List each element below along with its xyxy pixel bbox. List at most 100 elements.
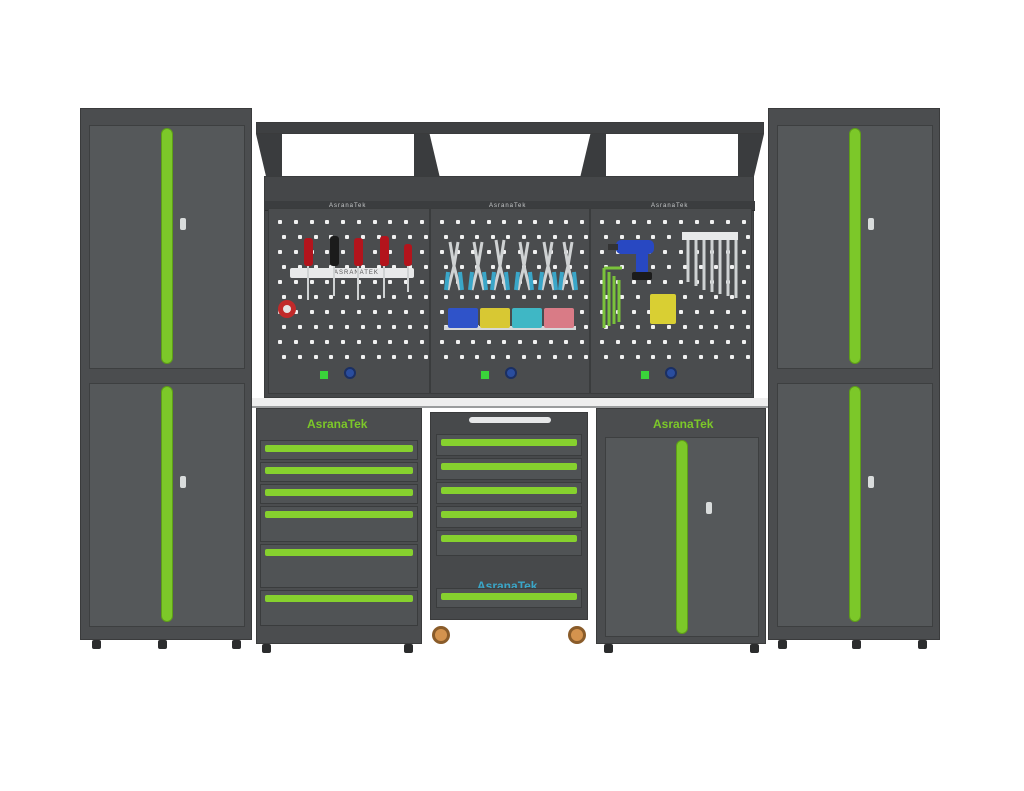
pegboard-hole xyxy=(297,295,302,299)
pegboard-hole xyxy=(521,355,526,359)
pegboard-hole xyxy=(552,355,557,359)
trolley-drawer[interactable] xyxy=(436,588,582,608)
drawer-handle[interactable] xyxy=(265,595,413,602)
trolley-drawer[interactable] xyxy=(436,434,582,456)
pegboard-hole xyxy=(341,280,346,284)
drawer-handle[interactable] xyxy=(441,535,577,542)
pegboard-hole xyxy=(517,250,522,254)
left-upper-door[interactable] xyxy=(89,125,245,369)
drawer-handle[interactable] xyxy=(265,467,413,474)
pegboard-hole xyxy=(309,310,314,314)
pegboard-hole xyxy=(486,280,491,284)
pliers-icon xyxy=(558,241,578,291)
pegboard-hole xyxy=(325,220,330,224)
right-lower-door-handle[interactable] xyxy=(849,386,861,622)
switch-icon[interactable] xyxy=(481,371,489,379)
pegboard-hole xyxy=(506,355,511,359)
pegboard-hole xyxy=(392,325,397,329)
pegboard-hole xyxy=(278,220,282,224)
pegboard-hole xyxy=(444,235,448,239)
left-lower-door-handle[interactable] xyxy=(161,386,173,622)
right-lower-door[interactable] xyxy=(777,383,933,627)
pegboard-hole xyxy=(564,340,569,344)
pegboard-hole xyxy=(698,325,703,329)
pegboard-hole xyxy=(663,340,668,344)
left-lower-door[interactable] xyxy=(89,383,245,627)
worktop xyxy=(252,398,768,408)
pegboard-hole xyxy=(444,355,448,359)
right-upper-door-handle[interactable] xyxy=(849,128,861,364)
right-upper-door[interactable] xyxy=(777,125,933,369)
pegboard-hole xyxy=(459,295,464,299)
pegboard-hole xyxy=(455,340,460,344)
pegboard-hole xyxy=(694,340,699,344)
left-upper-door-handle[interactable] xyxy=(161,128,173,364)
pegboard-hole xyxy=(293,250,298,254)
pliers-icon xyxy=(490,239,510,291)
trolley-drawer[interactable] xyxy=(436,482,582,504)
pegboard-hole xyxy=(424,355,428,359)
pegboard-hole xyxy=(313,295,318,299)
drawer-handle[interactable] xyxy=(265,489,413,496)
drawer-handle[interactable] xyxy=(265,511,413,518)
pegboard-hole xyxy=(325,250,330,254)
caster-wheel-icon xyxy=(568,626,586,644)
trolley-top-handle[interactable] xyxy=(469,417,551,423)
caster-wheel-icon xyxy=(432,626,450,644)
drawer-handle[interactable] xyxy=(441,439,577,446)
pegboard-hole xyxy=(502,340,507,344)
pegboard-hole xyxy=(678,250,683,254)
drawer[interactable] xyxy=(260,590,418,626)
pegboard-hole xyxy=(444,265,448,269)
panel-logo: AsranaTek xyxy=(489,203,527,209)
pegboard-hole xyxy=(568,355,573,359)
pliers-icon xyxy=(514,241,534,291)
pegboard-hole xyxy=(635,355,640,359)
pegboard-hole xyxy=(372,280,377,284)
trolley-drawer[interactable] xyxy=(436,458,582,480)
right-base-door[interactable] xyxy=(605,437,759,637)
cabinet-logo: AsranaTek xyxy=(653,417,714,431)
pegboard-hole xyxy=(682,295,687,299)
storage-bin-icon xyxy=(544,308,574,328)
pegboard-hole xyxy=(615,340,620,344)
drawer-handle[interactable] xyxy=(441,593,577,600)
drawer[interactable] xyxy=(260,440,418,460)
pegboard-hole xyxy=(600,280,604,284)
pegboard-hole xyxy=(360,355,365,359)
drawer[interactable] xyxy=(260,544,418,588)
panel-logo: AsranaTek xyxy=(651,203,689,209)
drawer-handle[interactable] xyxy=(441,487,577,494)
pegboard-hole xyxy=(420,250,424,254)
drawer[interactable] xyxy=(260,484,418,504)
drawer-handle[interactable] xyxy=(265,549,413,556)
pegboard-hole xyxy=(345,355,350,359)
pegboard-hole xyxy=(604,235,608,239)
pegboard-hole xyxy=(392,295,397,299)
switch-icon[interactable] xyxy=(641,371,649,379)
trolley-drawer[interactable] xyxy=(436,506,582,528)
trolley-drawer[interactable] xyxy=(436,530,582,556)
wrench-icon xyxy=(686,240,738,298)
drawer[interactable] xyxy=(260,462,418,482)
pegboard-hole xyxy=(552,235,557,239)
pegboard-hole xyxy=(309,280,314,284)
right-door-cabinet: AsranaTek xyxy=(596,408,766,644)
drawer-handle[interactable] xyxy=(441,511,577,518)
right-base-door-handle[interactable] xyxy=(676,440,688,634)
drawer[interactable] xyxy=(260,506,418,542)
pegboard-hole xyxy=(345,325,350,329)
drawer-handle[interactable] xyxy=(441,463,577,470)
pegboard-hole xyxy=(360,265,365,269)
hex-key-icon xyxy=(602,266,622,328)
pegboard-hole xyxy=(278,340,282,344)
pegboard-hole xyxy=(564,280,569,284)
canopy-bracket xyxy=(414,134,440,178)
pegboard-hole xyxy=(424,325,428,329)
pegboard-hole xyxy=(631,220,636,224)
drawer-handle[interactable] xyxy=(265,445,413,452)
switch-icon[interactable] xyxy=(320,371,328,379)
pegboard-hole xyxy=(730,265,735,269)
pegboard-hole xyxy=(584,355,588,359)
pegboard-hole xyxy=(420,280,424,284)
